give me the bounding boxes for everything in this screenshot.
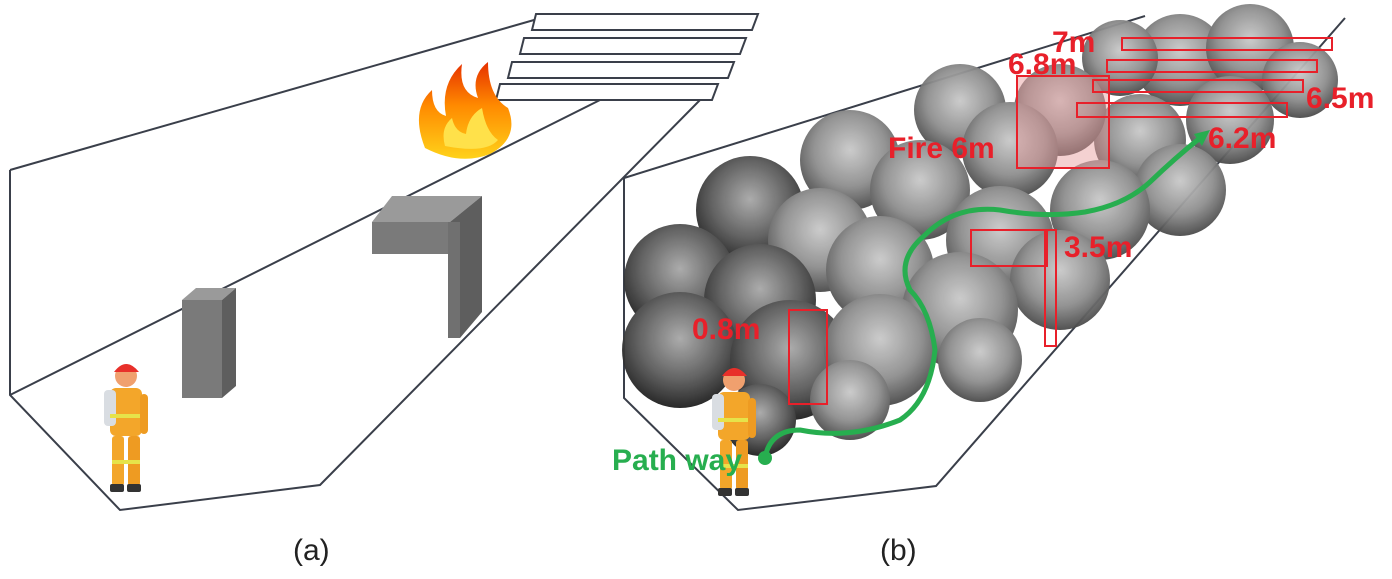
- measurement-boxes: [788, 37, 1333, 405]
- corridor-walls-b: [623, 15, 1346, 512]
- panel-a: [9, 13, 760, 512]
- box-6-8m: [1106, 59, 1318, 73]
- caption-a: (a): [293, 534, 330, 567]
- label-3-5m: 3.5m: [1064, 231, 1132, 264]
- panel-b: 7m 6.8m 6.5m 6.2m Fire 6m 3.5m 0.8m Path…: [612, 4, 1374, 512]
- obstacle-box: [182, 288, 236, 398]
- caption-b: (b): [880, 534, 917, 567]
- label-fire-6m: Fire 6m: [888, 132, 995, 165]
- flame-icon: [418, 62, 512, 159]
- box-fire-6m: [1016, 75, 1110, 169]
- staircase: [494, 13, 760, 101]
- obstacle-l-shape: [372, 196, 482, 338]
- box-6-5m: [1092, 79, 1304, 93]
- firefighter-icon: [104, 364, 148, 492]
- label-7m: 7m: [1052, 26, 1095, 59]
- box-7m: [1121, 37, 1333, 51]
- label-6-5m: 6.5m: [1306, 82, 1374, 115]
- label-6-8m: 6.8m: [1008, 48, 1076, 81]
- corridor-walls: [9, 13, 701, 512]
- fire-region: [1017, 76, 1109, 168]
- label-6-2m: 6.2m: [1208, 122, 1276, 155]
- label-path-way: Path way: [612, 444, 742, 477]
- box-6-2m: [1076, 102, 1288, 118]
- label-0-8m: 0.8m: [692, 313, 760, 346]
- box-3-5m-b: [1044, 229, 1057, 347]
- box-3-5m-a: [970, 229, 1048, 267]
- path-way: [758, 130, 1210, 465]
- box-0-8m: [788, 309, 828, 405]
